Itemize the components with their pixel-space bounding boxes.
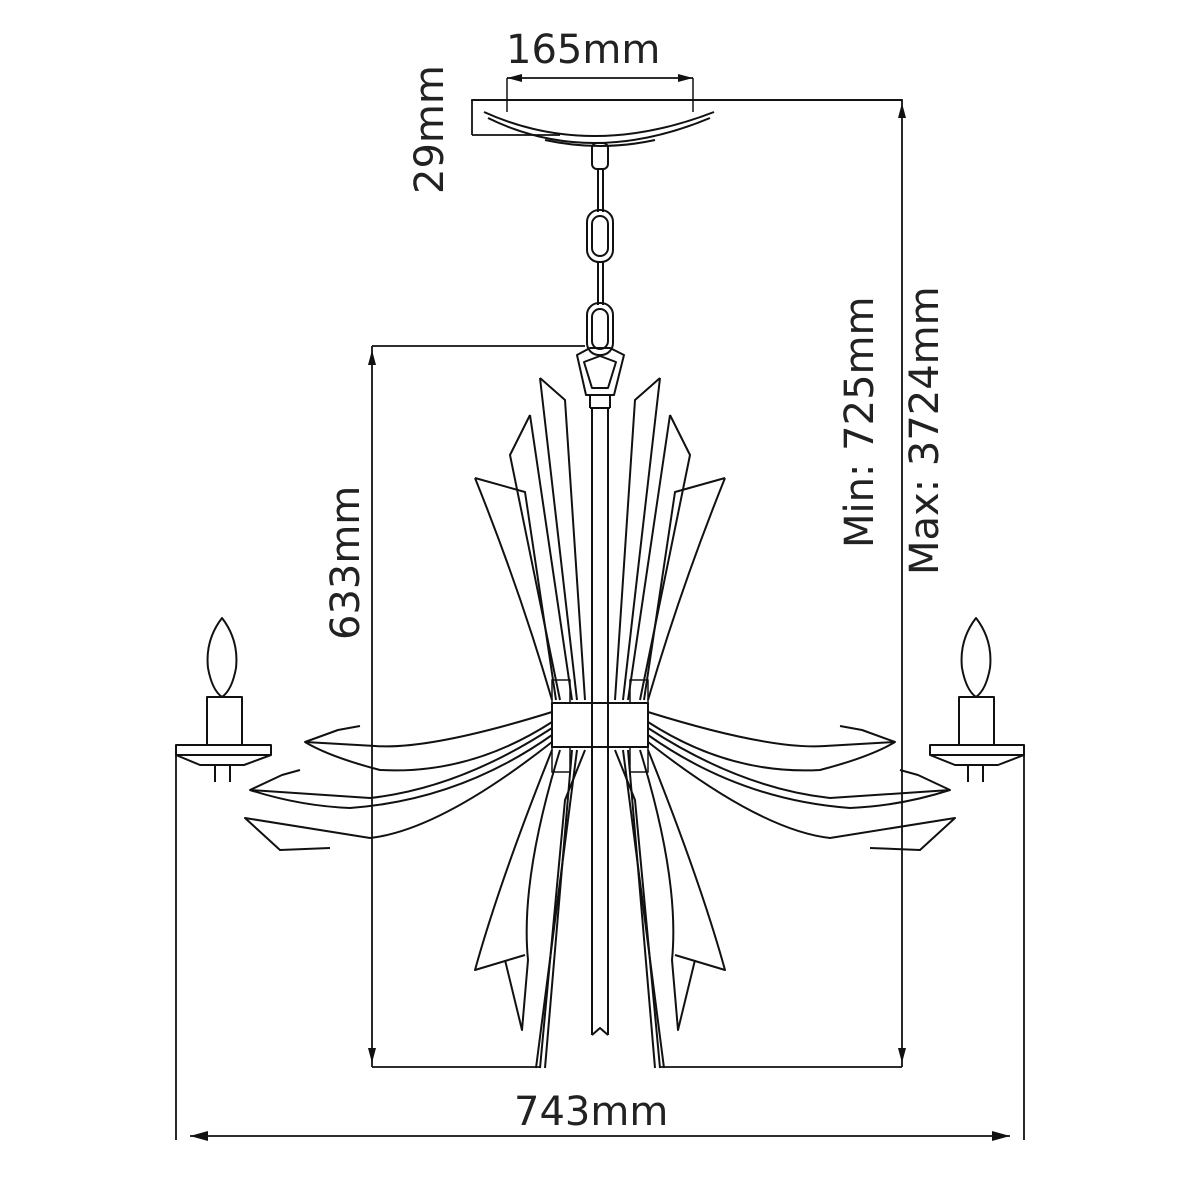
suspension-chain — [586, 142, 614, 356]
dimension-lines — [175, 74, 1025, 1141]
left-arm — [244, 711, 553, 851]
total-width-label: 743mm — [514, 1089, 669, 1135]
right-arm — [647, 711, 956, 851]
left-candle-bulb — [175, 617, 272, 782]
right-candle-bulb — [929, 617, 1025, 782]
central-leaf-body — [474, 347, 726, 1069]
min-height-label: Min: 725mm — [837, 296, 883, 548]
ceiling-canopy — [471, 78, 903, 147]
max-height-label: Max: 3724mm — [902, 286, 948, 575]
body-height-label: 633mm — [323, 485, 369, 640]
canopy-width-label: 165mm — [506, 27, 661, 73]
canopy-height-label: 29mm — [407, 65, 453, 194]
